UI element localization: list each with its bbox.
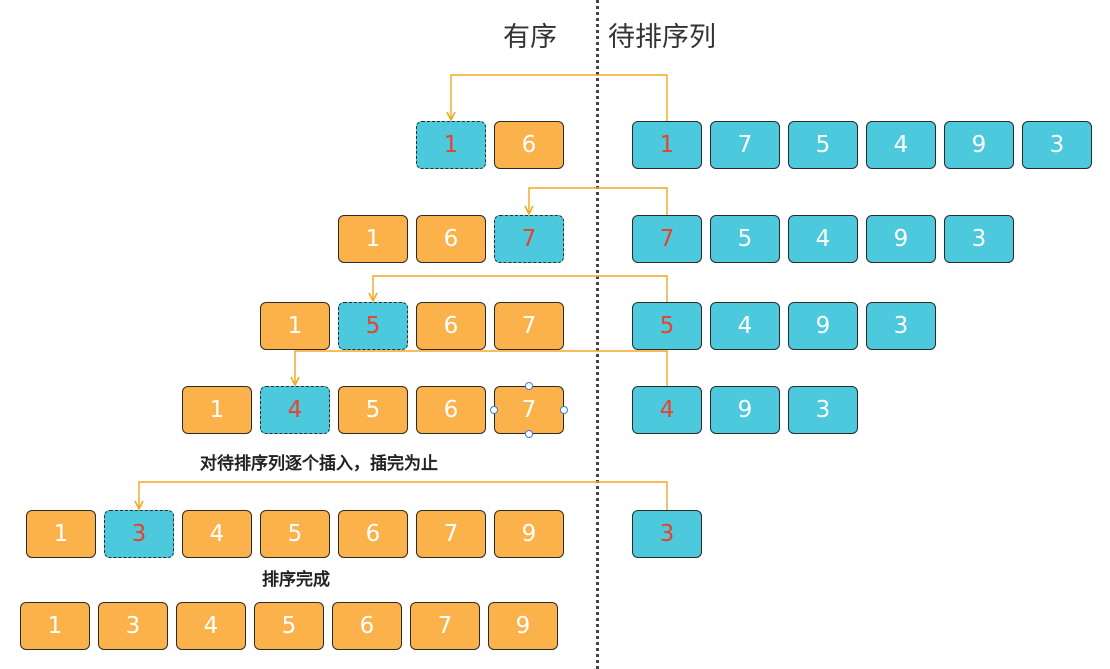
unsorted-box: 9: [788, 302, 858, 350]
unsorted-box: 9: [944, 121, 1014, 169]
unsorted-box: 4: [710, 302, 780, 350]
unsorted-box: 5: [710, 215, 780, 263]
inserted-box: 5: [338, 302, 408, 350]
final-box: 3: [98, 602, 168, 650]
sorted-box: 1: [260, 302, 330, 350]
final-box: 7: [410, 602, 480, 650]
sorted-header: 有序: [503, 22, 557, 53]
unsorted-header: 待排序列: [608, 22, 716, 53]
inserted-box: 3: [104, 510, 174, 558]
inserted-box: 4: [260, 386, 330, 434]
unsorted-box: 3: [788, 386, 858, 434]
sorted-box: 6: [416, 386, 486, 434]
sorted-box: 1: [182, 386, 252, 434]
sorted-box: 9: [494, 510, 564, 558]
unsorted-box: 3: [944, 215, 1014, 263]
unsorted-box: 4: [788, 215, 858, 263]
unsorted-box: 3: [866, 302, 936, 350]
unsorted-box: 4: [866, 121, 936, 169]
next-unsorted-box: 3: [632, 510, 702, 558]
next-unsorted-box: 5: [632, 302, 702, 350]
sorted-box: 6: [494, 121, 564, 169]
inserted-box: 7: [494, 215, 564, 263]
selection-handle[interactable]: [560, 406, 568, 414]
insertion-arrow: [295, 350, 668, 386]
done-caption: 排序完成: [262, 570, 330, 590]
sorted-box: 5: [260, 510, 330, 558]
next-unsorted-box: 4: [632, 386, 702, 434]
sorted-box: 7: [416, 510, 486, 558]
final-box: 6: [332, 602, 402, 650]
sorted-box: 7: [494, 302, 564, 350]
final-box: 5: [254, 602, 324, 650]
final-box: 9: [488, 602, 558, 650]
sorted-box: 5: [338, 386, 408, 434]
selection-handle[interactable]: [490, 406, 498, 414]
selection-handle[interactable]: [525, 382, 533, 390]
insertion-arrow: [451, 74, 668, 121]
sorted-box: 6: [416, 302, 486, 350]
sorted-box: 1: [338, 215, 408, 263]
unsorted-box: 9: [866, 215, 936, 263]
final-box: 1: [20, 602, 90, 650]
unsorted-box: 9: [710, 386, 780, 434]
sorted-box: 6: [416, 215, 486, 263]
unsorted-box: 3: [1022, 121, 1092, 169]
sorted-box: 7: [494, 386, 564, 434]
next-unsorted-box: 1: [632, 121, 702, 169]
inserted-box: 1: [416, 121, 486, 169]
unsorted-box: 5: [788, 121, 858, 169]
insertion-arrow: [139, 481, 668, 510]
next-unsorted-box: 7: [632, 215, 702, 263]
selection-handle[interactable]: [525, 430, 533, 438]
insertion-arrow: [373, 275, 668, 302]
unsorted-box: 7: [710, 121, 780, 169]
insertion-arrow: [529, 187, 668, 215]
step-caption: 对待排序列逐个插入，插完为止: [200, 454, 438, 474]
sorted-box: 1: [26, 510, 96, 558]
final-box: 4: [176, 602, 246, 650]
section-divider: [596, 0, 599, 669]
sorted-box: 6: [338, 510, 408, 558]
sorted-box: 4: [182, 510, 252, 558]
